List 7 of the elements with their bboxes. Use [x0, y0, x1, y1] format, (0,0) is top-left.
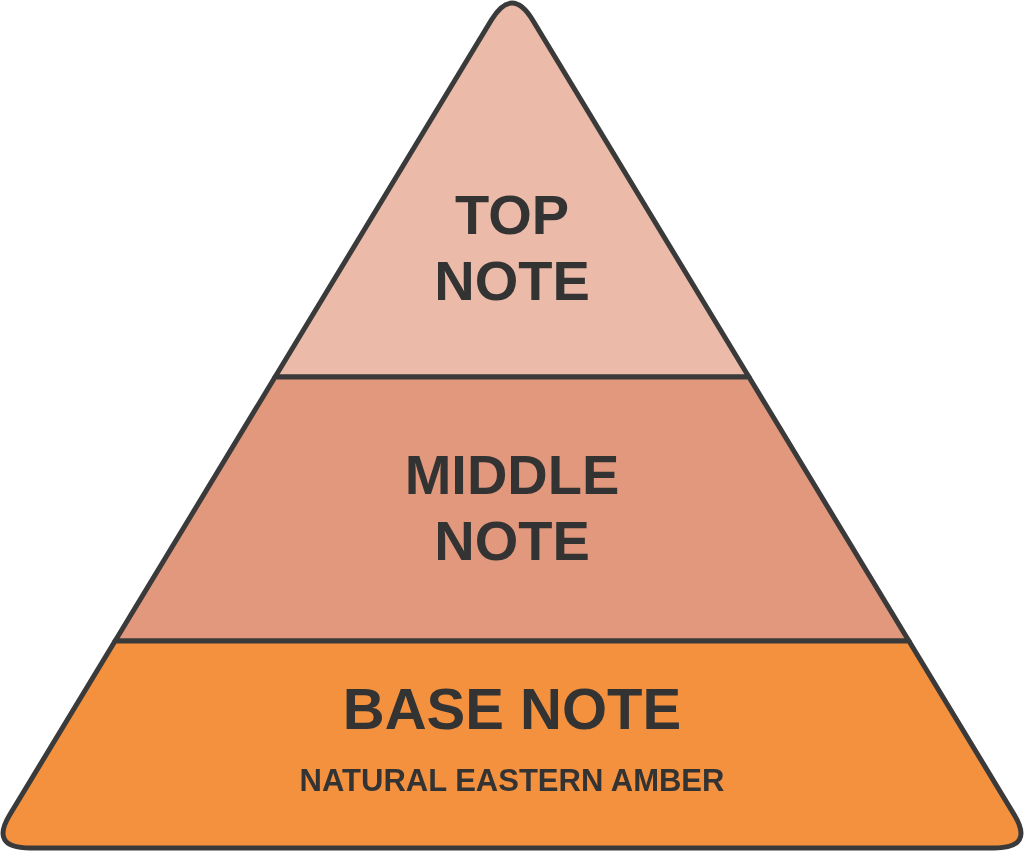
tier-title: TOP NOTE: [433, 182, 591, 314]
pyramid-tier: [115, 377, 909, 641]
tier-title: MIDDLE NOTE: [403, 442, 621, 574]
pyramid-tier: [2, 641, 1022, 852]
tier-title: BASE NOTE: [342, 675, 682, 743]
tier-subtitle: NATURAL EASTERN AMBER: [299, 763, 725, 799]
pyramid-tier: [275, 0, 749, 377]
